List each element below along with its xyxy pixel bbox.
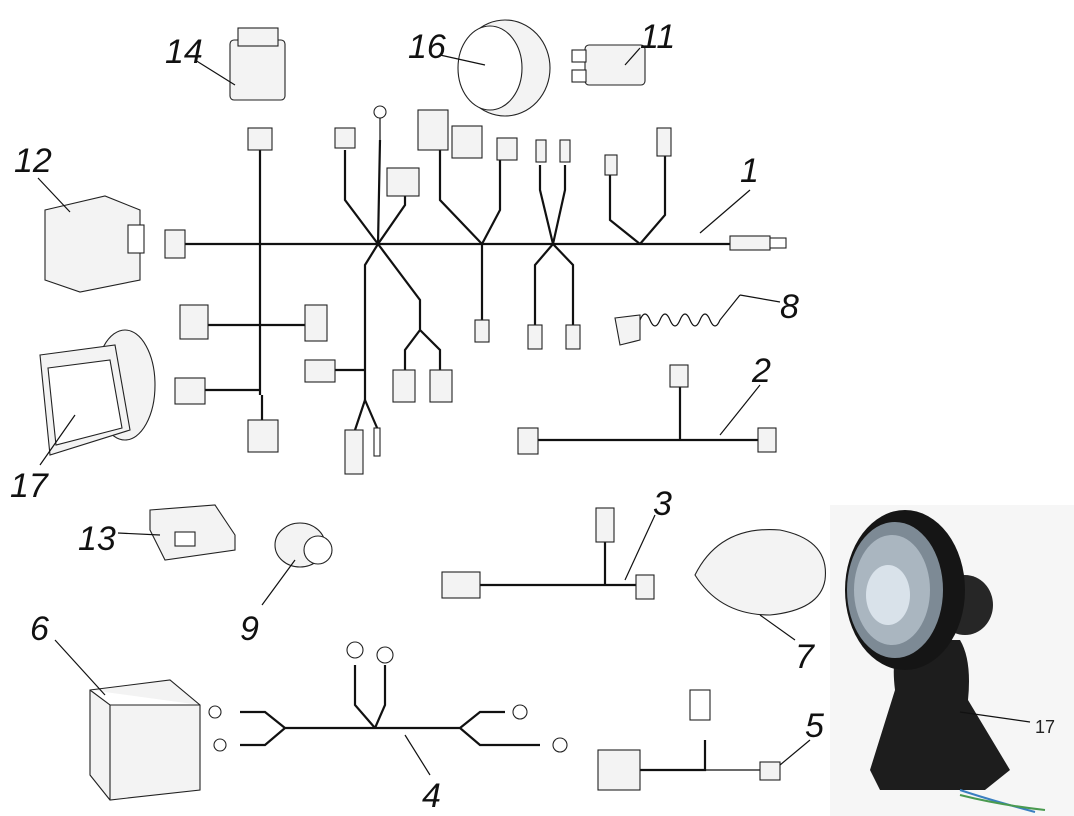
harness-5 [597,689,811,791]
callout-4: 4 [422,777,441,815]
harness-2 [517,364,777,455]
ignition-coil [571,44,646,86]
callout-9: 9 [240,610,259,648]
callout-1: 1 [740,152,759,190]
callout-14: 14 [165,33,203,71]
kill-switch-lanyard [614,294,781,346]
regulator [117,504,236,561]
callout-7: 7 [795,638,815,676]
headlight-photo [830,505,1074,816]
callout-12: 12 [14,142,52,180]
starter-relay [194,27,286,101]
meter [439,19,551,117]
callout-13: 13 [78,520,116,558]
battery [54,639,201,801]
ignition-switch [261,522,333,606]
battery-harness [208,641,568,776]
callout-16: 16 [408,28,446,66]
callout-8: 8 [780,288,799,326]
callout-3: 3 [653,485,672,523]
main-wiring-harness [164,105,787,475]
headlight-drawing [39,329,156,466]
callout-5: 5 [805,707,824,745]
callout-17: 17 [10,467,49,505]
callout-2: 2 [751,352,771,390]
taillight [694,528,826,641]
callout-6: 6 [30,610,49,648]
harness-3 [441,507,656,600]
connector [729,235,771,251]
cdi-unit [37,177,145,293]
connector [164,229,186,259]
photo-callout-17: 17 [1035,717,1055,737]
callout-11: 11 [640,18,675,56]
